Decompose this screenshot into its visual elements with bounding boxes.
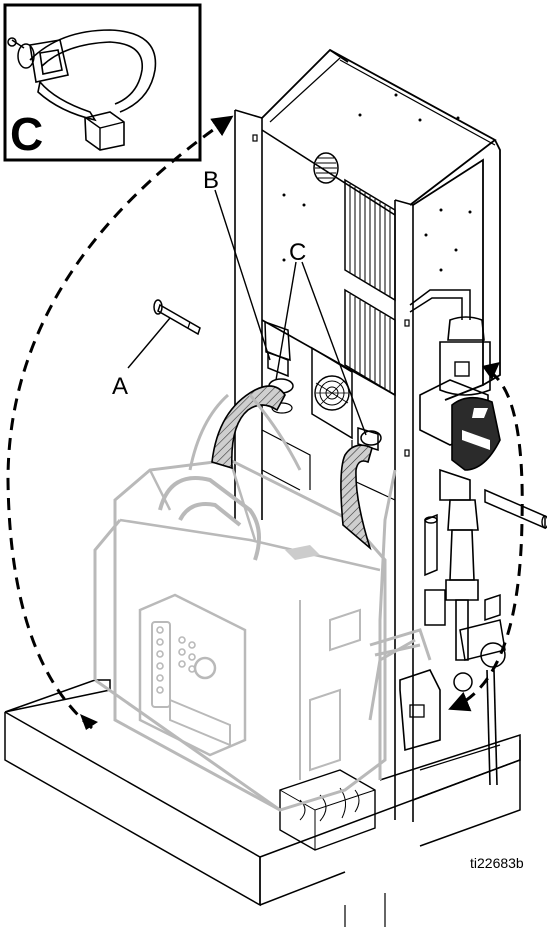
callout-a: A <box>112 373 128 400</box>
hatched-cable <box>188 385 373 551</box>
frame <box>234 109 521 822</box>
inset-label: C <box>10 108 43 160</box>
callout-b: B <box>203 167 219 194</box>
leader-lines <box>127 189 367 436</box>
motion-arrow <box>6 115 524 730</box>
cooling-fan <box>311 346 353 440</box>
bolt <box>153 299 201 336</box>
callout-c: C <box>289 239 306 266</box>
heat-sink <box>344 178 396 397</box>
inset-detail: C <box>3 3 202 162</box>
pump-assembly <box>369 289 547 786</box>
pallet <box>4 679 521 927</box>
figure-id: ti22683b <box>470 855 524 871</box>
control-box <box>93 458 416 812</box>
vent-grille <box>313 152 339 184</box>
cable-clamp-right <box>357 426 382 452</box>
electrical-cabinet <box>261 48 501 501</box>
